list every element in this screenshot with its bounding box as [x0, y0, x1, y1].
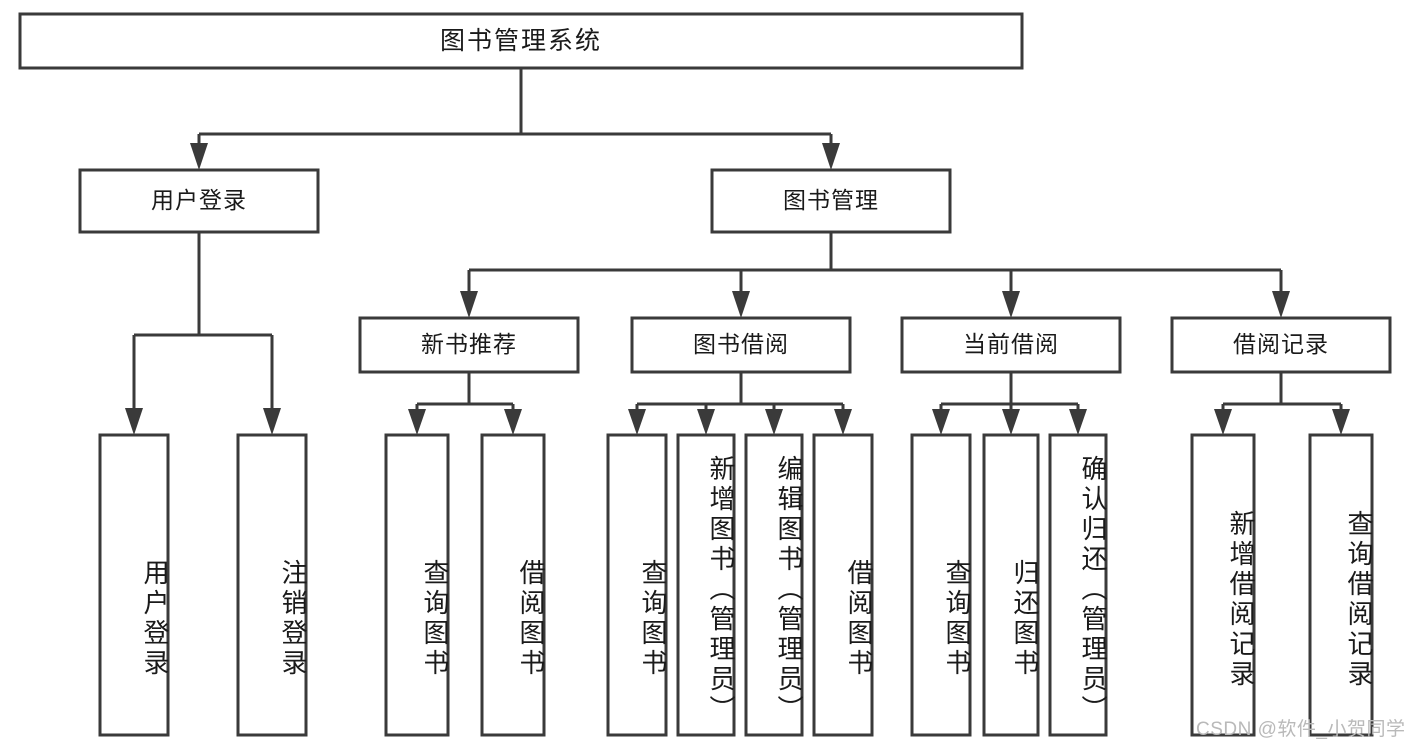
node-box-root[interactable] [18, 12, 1024, 70]
leaf-box-7[interactable] [812, 433, 874, 737]
leaf-box-12[interactable] [1308, 433, 1374, 737]
arrow-to-user-login [190, 143, 208, 170]
leaf-box-9[interactable] [982, 433, 1040, 737]
arrow-leaf-10 [1069, 409, 1087, 435]
arrow-leaf-1 [263, 408, 281, 435]
arrow-to-new-book [460, 291, 478, 318]
arrow-leaf-8 [932, 409, 950, 435]
leaf-box-11[interactable] [1190, 433, 1256, 737]
node-box-current-borrow[interactable] [900, 316, 1122, 374]
arrow-to-current-borrow [1002, 291, 1020, 318]
node-box-user-login[interactable] [78, 168, 320, 234]
arrow-leaf-11 [1214, 409, 1232, 435]
arrow-leaf-12 [1332, 409, 1350, 435]
arrow-leaf-0 [125, 408, 143, 435]
node-box-new-book-recommend[interactable] [358, 316, 580, 374]
arrow-leaf-9 [1002, 409, 1020, 435]
node-box-book-management[interactable] [710, 168, 952, 234]
leaf-box-5[interactable] [676, 433, 736, 737]
arrow-to-borrow-record [1272, 291, 1290, 318]
arrow-to-book-management [822, 143, 840, 170]
leaf-box-0[interactable] [98, 433, 170, 737]
leaf-box-10[interactable] [1048, 433, 1108, 737]
leaf-box-4[interactable] [606, 433, 668, 737]
leaf-box-6[interactable] [744, 433, 804, 737]
arrow-leaf-3 [504, 409, 522, 435]
arrow-leaf-5 [697, 409, 715, 435]
leaf-box-1[interactable] [236, 433, 308, 737]
arrow-leaf-6 [765, 409, 783, 435]
leaf-box-2[interactable] [384, 433, 450, 737]
csdn-watermark: CSDN @软件_小贺同学 [1196, 719, 1405, 740]
arrow-leaf-2 [408, 409, 426, 435]
arrow-to-book-borrow [732, 291, 750, 318]
node-box-book-borrow[interactable] [630, 316, 852, 374]
node-box-borrow-record[interactable] [1170, 316, 1392, 374]
leaf-box-8[interactable] [910, 433, 972, 737]
arrow-leaf-4 [628, 409, 646, 435]
arrow-leaf-7 [834, 409, 852, 435]
leaf-box-3[interactable] [480, 433, 546, 737]
